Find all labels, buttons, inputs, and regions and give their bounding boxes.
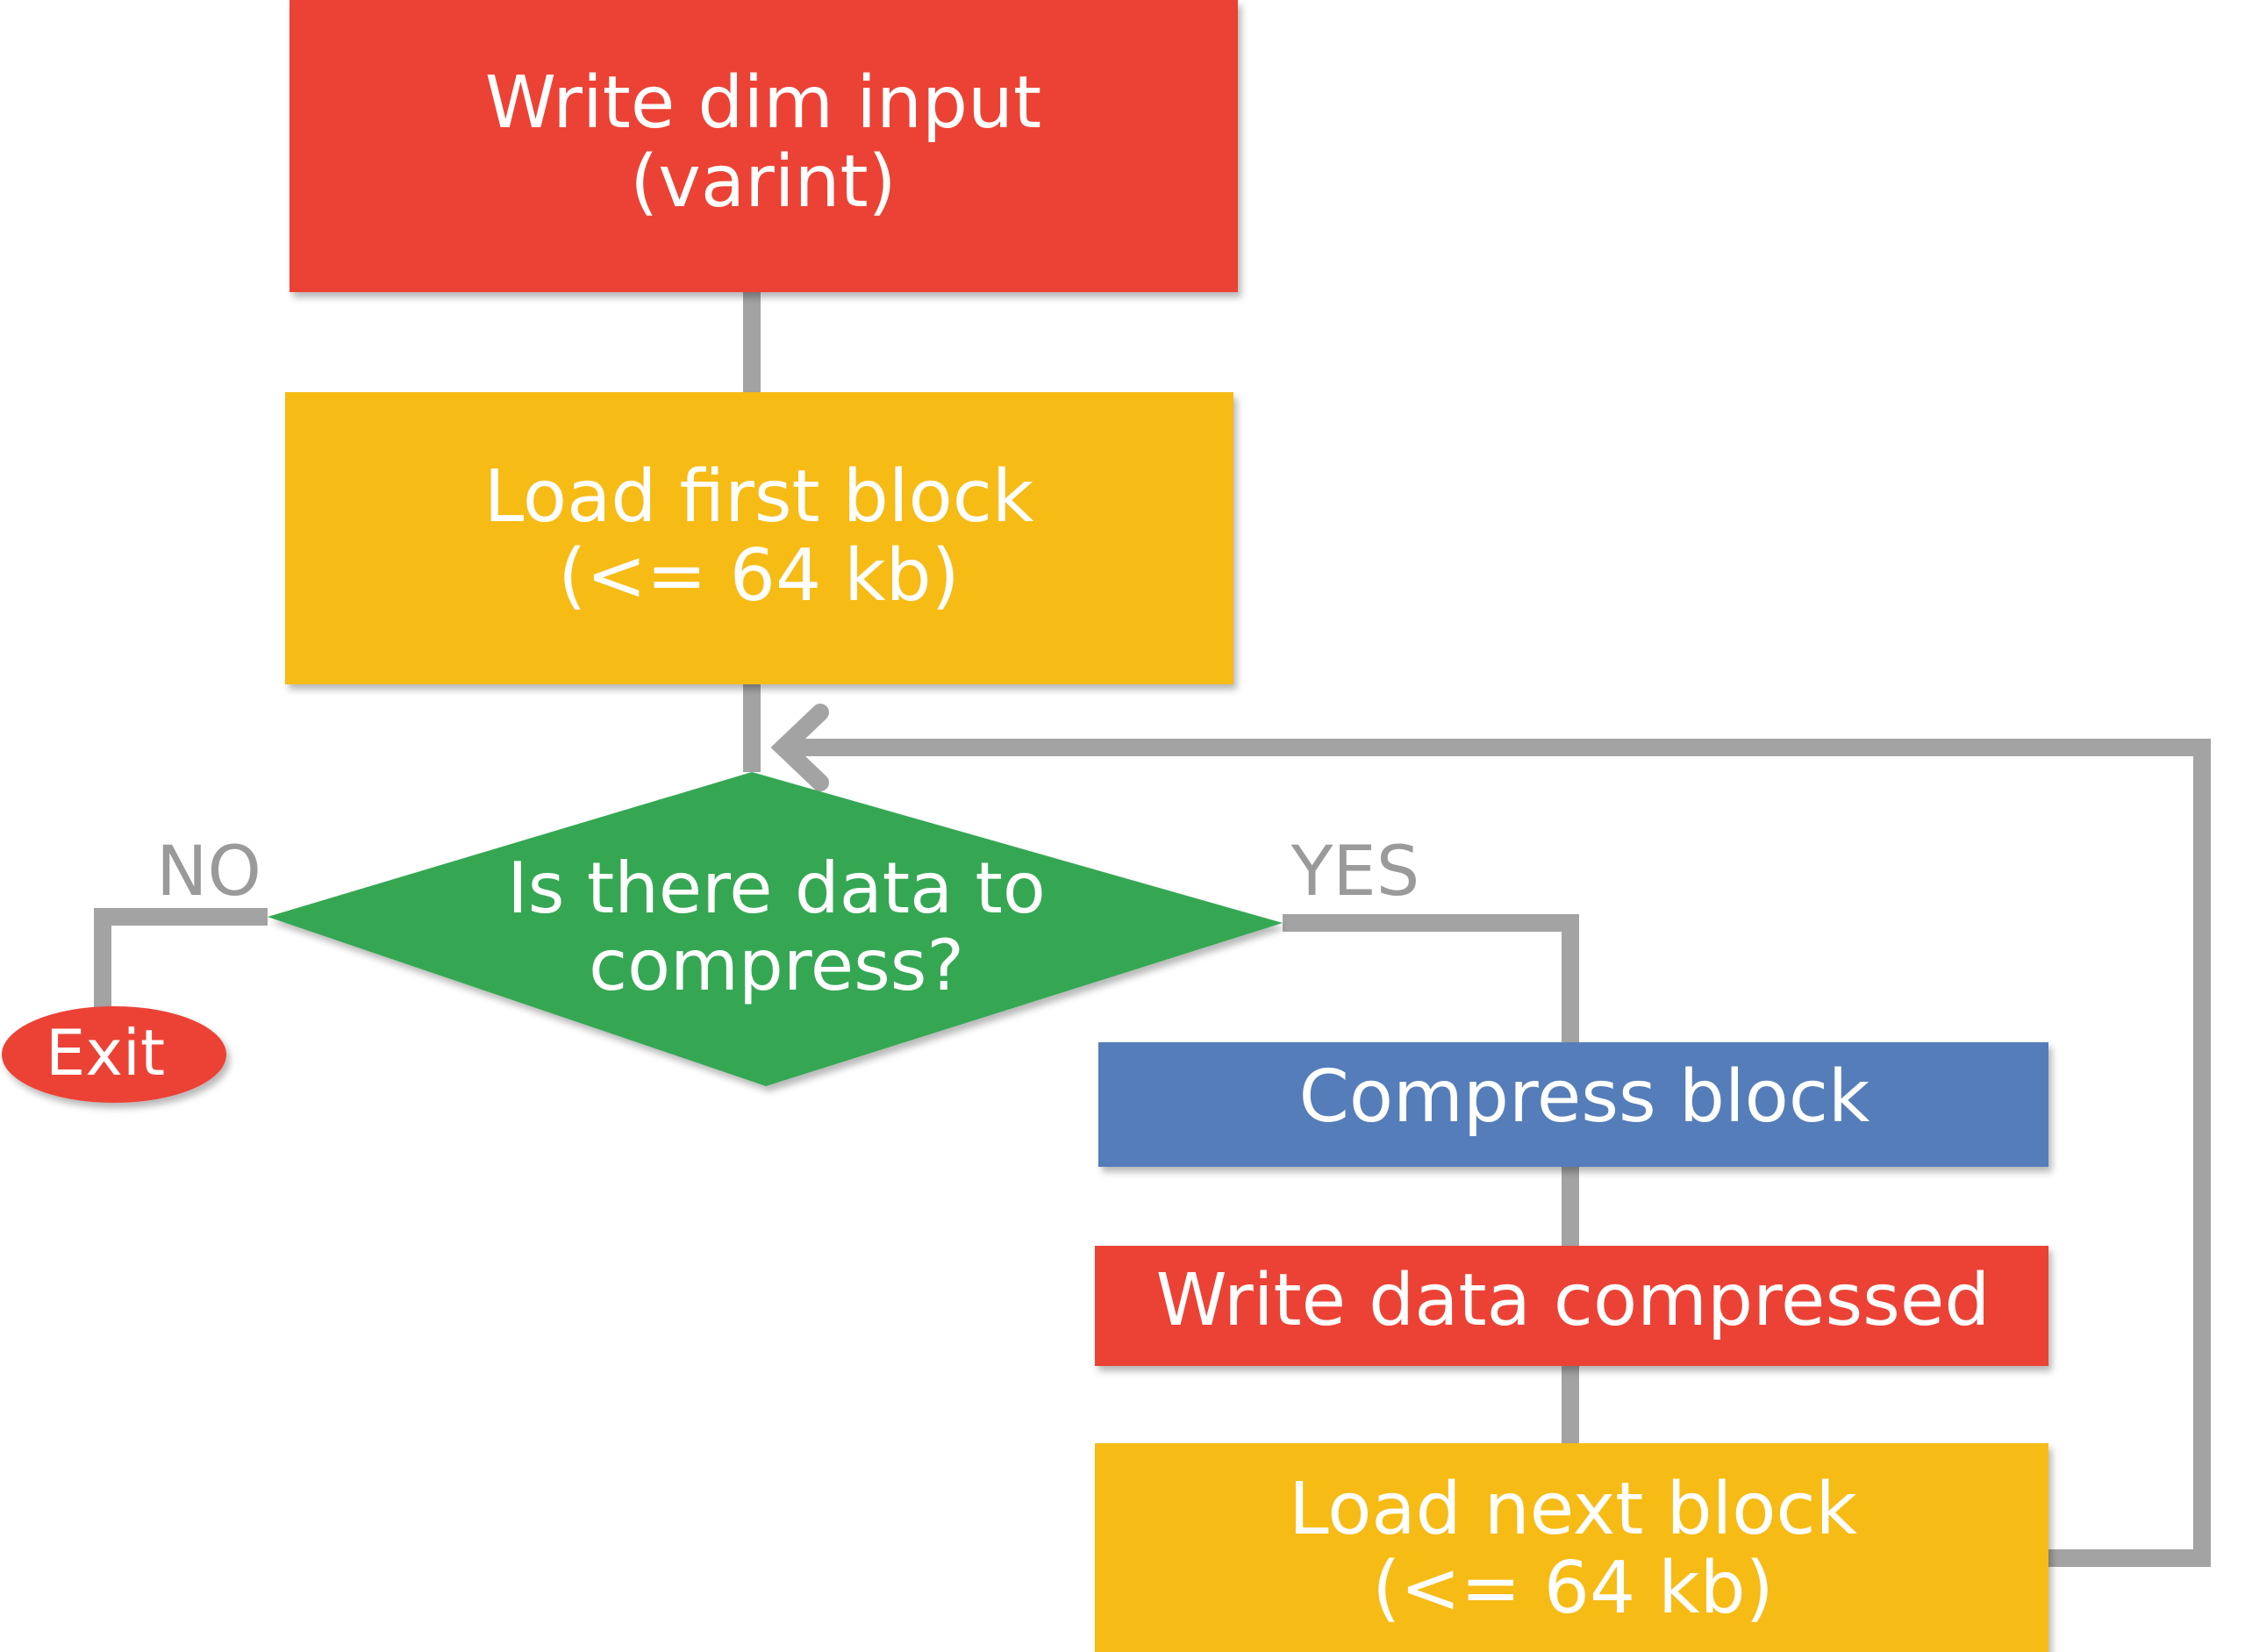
- connector-loop-back: [781, 739, 2211, 1567]
- write-dim-input-box: [290, 0, 1238, 292]
- decision-diamond: [268, 772, 1283, 1086]
- load-first-block-line2: (<= 64 kb): [558, 534, 959, 618]
- connectors: [94, 292, 2211, 1567]
- write-dim-input-line2: (varint): [630, 140, 896, 224]
- compress-block-label: Compress block: [1299, 1055, 1870, 1139]
- node-write-dim-input: Write dim input (varint): [290, 0, 1238, 292]
- decision-line1: Is there data to: [507, 847, 1046, 929]
- exit-ellipse: [2, 1006, 226, 1103]
- branch-label-no: NO: [156, 833, 261, 912]
- node-load-next-block: Load next block (<= 64 kb): [1095, 1443, 2048, 1652]
- connector-yes-branch: [1283, 914, 1579, 1042]
- branch-label-yes: YES: [1290, 833, 1419, 912]
- load-next-block-box: [1095, 1443, 2048, 1652]
- write-data-compressed-label: Write data compressed: [1156, 1259, 1991, 1342]
- node-exit: Exit: [2, 1006, 226, 1103]
- loop-arrowhead-icon: [770, 704, 829, 791]
- exit-label: Exit: [46, 1016, 165, 1090]
- node-compress-block: Compress block: [1098, 1042, 2048, 1167]
- load-next-block-line2: (<= 64 kb): [1372, 1547, 1773, 1630]
- node-write-data-compressed: Write data compressed: [1095, 1246, 2048, 1366]
- write-data-compressed-box: [1095, 1246, 2048, 1366]
- load-next-block-line1: Load next block: [1289, 1468, 1858, 1551]
- load-first-block-box: [285, 392, 1233, 684]
- write-dim-input-line1: Write dim input: [485, 61, 1041, 145]
- decision-line2: compress?: [589, 925, 964, 1006]
- compress-block-box: [1098, 1042, 2048, 1167]
- load-first-block-line1: Load first block: [484, 455, 1034, 539]
- connector-no-branch: [94, 908, 268, 1009]
- node-load-first-block: Load first block (<= 64 kb): [285, 392, 1233, 684]
- node-decision: Is there data to compress?: [268, 772, 1283, 1086]
